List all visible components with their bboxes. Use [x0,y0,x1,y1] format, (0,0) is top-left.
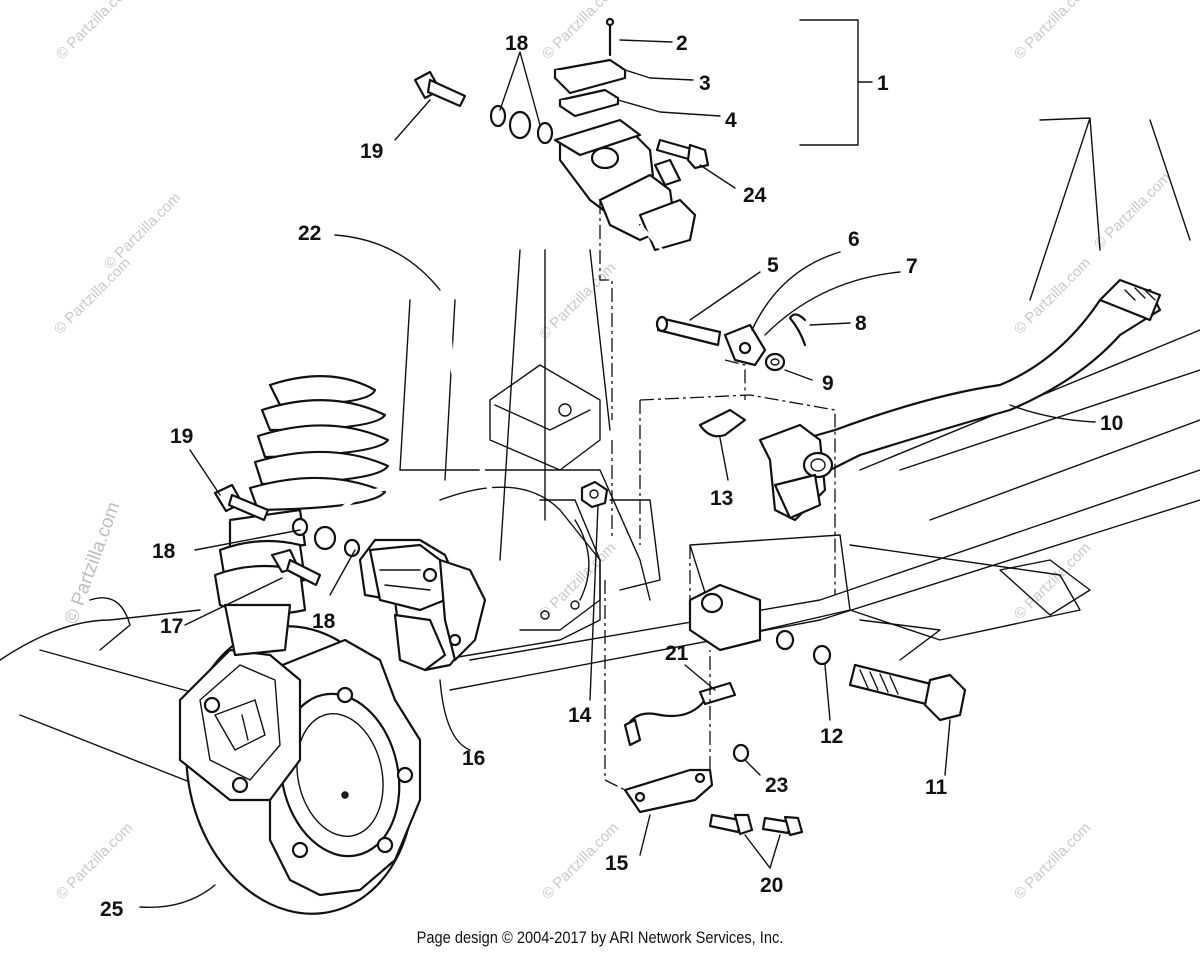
watermark: © Partzilla.com [1011,539,1094,622]
callout-25: 25 [100,898,124,921]
callout-24: 24 [743,184,767,207]
callout-22: 22 [298,222,321,245]
watermark: © Partzilla.com [536,539,619,622]
watermark: © Partzilla.com [53,0,136,63]
watermark-side: © Partzilla.com [61,499,125,626]
callout-18-left: 18 [152,540,176,563]
shock-spring [213,375,390,657]
callout-9: 9 [822,372,834,395]
callout-11: 11 [925,776,948,799]
callout-2: 2 [676,32,688,55]
callout-7: 7 [906,255,918,278]
callout-10: 10 [1100,412,1123,435]
watermark: © Partzilla.com [1091,169,1174,252]
master-cylinder [553,118,767,367]
assembly-lines [599,200,836,791]
frame-background [0,117,1200,791]
watermark: © Partzilla.com [1011,0,1094,63]
nut-14 [580,480,609,509]
callout-labels: 1 2 3 4 5 6 7 8 9 10 11 12 13 14 15 16 1… [100,32,1123,921]
banjo-bolt-top [413,70,554,145]
callout-4: 4 [725,109,737,132]
callout-3: 3 [699,72,711,95]
callout-16: 16 [462,747,485,770]
callout-13: 13 [710,487,733,510]
brake-hose [333,127,523,563]
callout-14: 14 [568,704,592,727]
callout-23: 23 [765,774,788,797]
callout-19-top: 19 [360,140,383,163]
brake-pedal [698,278,1162,522]
callout-15: 15 [605,852,629,875]
callout-17: 17 [160,615,183,638]
watermark: © Partzilla.com [53,819,136,902]
callout-21: 21 [665,642,689,665]
callout-12: 12 [820,725,843,748]
brake-lever-bracket [358,538,487,672]
watermark: © Partzilla.com [51,254,134,337]
pedal-pivot-bolt [688,583,967,722]
copyright-footer: Page design © 2004-2017 by ARI Network S… [416,928,784,947]
watermark: © Partzilla.com [1011,819,1094,902]
callout-8: 8 [855,312,867,335]
brake-light-switch [623,681,737,747]
watermark: © Partzilla.com [536,259,619,342]
callout-19-left: 19 [170,425,193,448]
switch-bracket [623,743,804,837]
callout-6: 6 [848,228,860,251]
callout-20: 20 [760,874,783,897]
callout-18-top: 18 [505,32,529,55]
callout-1: 1 [877,72,889,95]
watermark: © Partzilla.com [101,189,184,272]
callout-5: 5 [767,254,779,277]
leader-lines [139,19,1096,909]
reservoir-cap-parts [553,17,627,118]
clevis-pin-parts [655,313,807,372]
callout-18-bottom: 18 [312,610,336,633]
